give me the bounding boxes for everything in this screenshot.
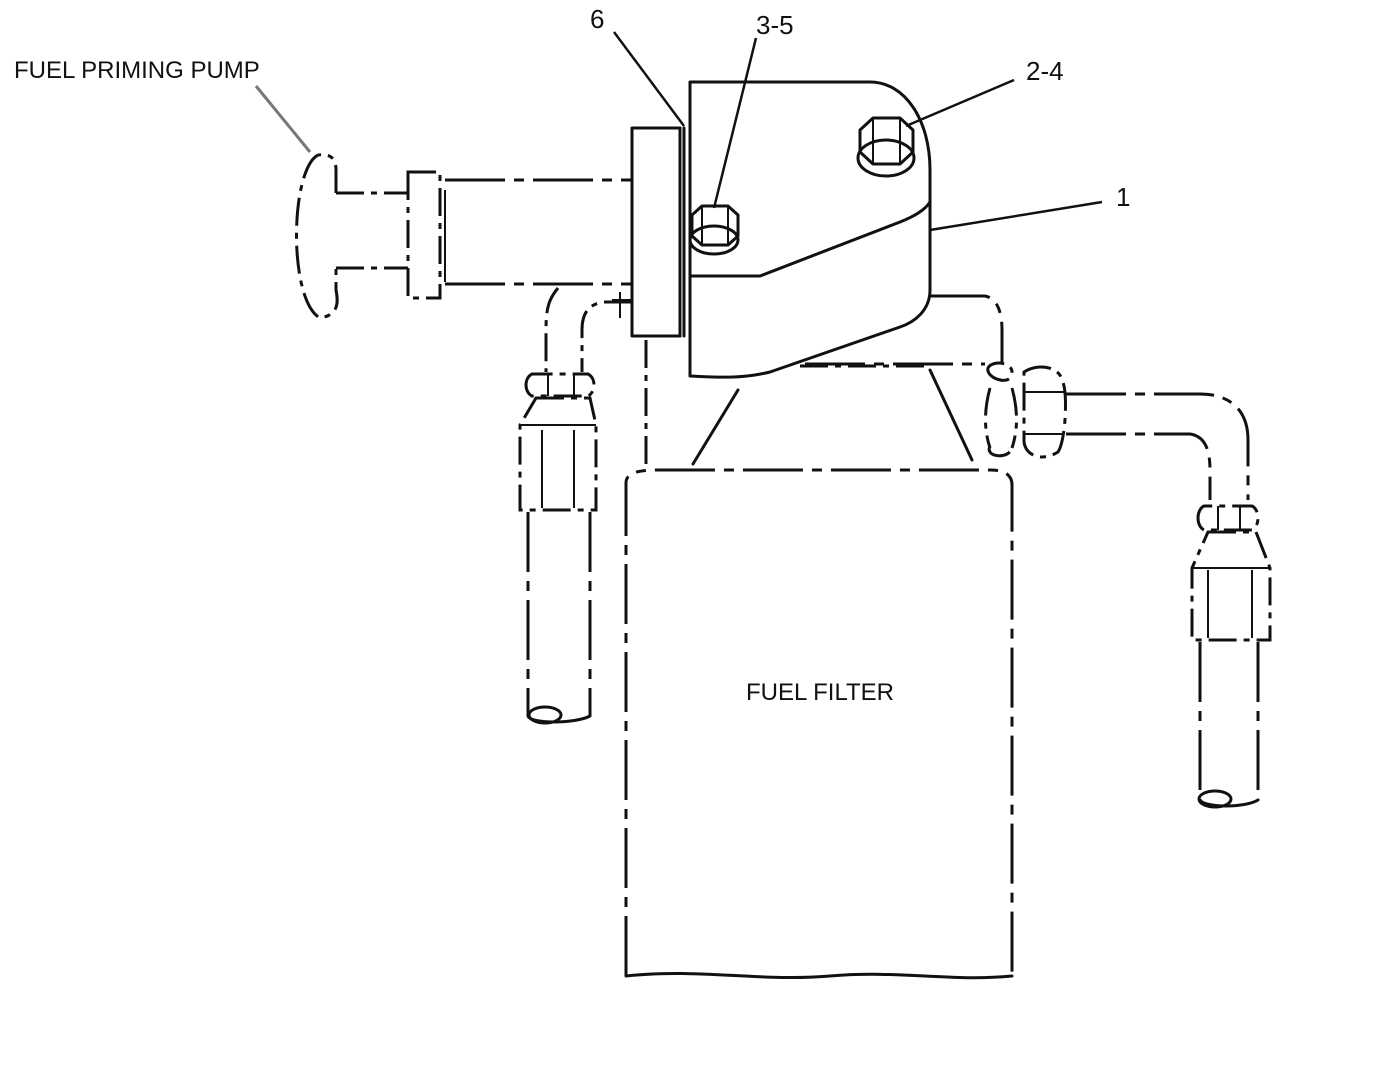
leader-6 (612, 31, 686, 127)
bolt-2-4 (856, 116, 916, 178)
left-fuel-line (518, 287, 632, 725)
priming-pump-label: FUEL PRIMING PUMP (14, 57, 260, 84)
callout-3-5: 3-5 (756, 10, 794, 40)
leader-1 (929, 200, 1103, 232)
right-fuel-line (805, 294, 1272, 809)
mounting-flange (630, 126, 686, 338)
leader-2-4 (905, 78, 1015, 128)
leader-priming-pump (254, 85, 312, 153)
callout-6: 6 (590, 4, 604, 34)
filter-base-housing (688, 80, 932, 379)
bolt-3-5 (688, 204, 740, 256)
fuel-filter-canister: FUEL FILTER (624, 340, 1014, 980)
callout-1: 1 (1116, 182, 1130, 212)
fuel-priming-pump (295, 153, 632, 320)
fuel-filter-label: FUEL FILTER (746, 679, 894, 706)
callout-2-4: 2-4 (1026, 56, 1064, 86)
leader-3-5 (712, 37, 758, 209)
